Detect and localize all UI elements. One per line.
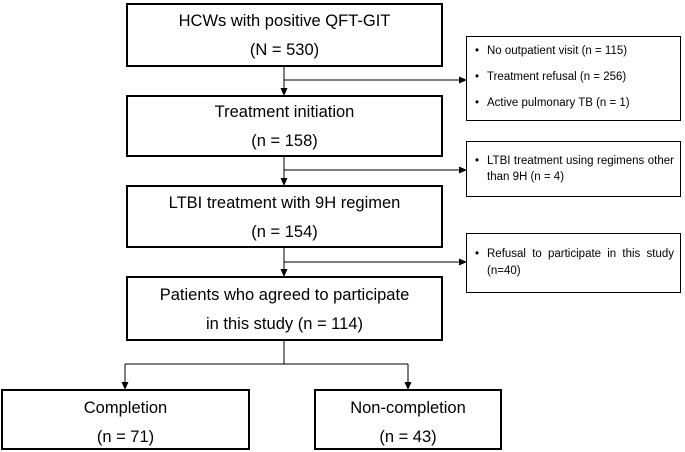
box-completion-title: Completion <box>83 399 168 417</box>
box-hcw-title: HCWs with positive QFT-GIT <box>178 12 391 30</box>
box-9h-count: (n = 154) <box>251 223 318 241</box>
box-noncompletion-count: (n = 43) <box>379 428 437 446</box>
exclusion-item: Treatment refusal (n = 256) <box>473 70 674 84</box>
box-initiation-count: (n = 158) <box>251 132 318 150</box>
box-noncompletion-title: Non-completion <box>350 399 466 417</box>
box-noncompletion: Non-completion (n = 43) <box>314 389 502 450</box>
box-treatment-initiation: Treatment initiation (n = 158) <box>126 95 443 157</box>
exclusion-box-first: No outpatient visit (n = 115) Treatment … <box>466 36 681 121</box>
box-hcw-count: (N = 530) <box>249 41 320 59</box>
exclusion-item: Refusal to participate in this study (n=… <box>473 246 674 280</box>
exclusion-item: LTBI treatment using regimens other than… <box>473 153 674 185</box>
box-completion: Completion (n = 71) <box>1 389 250 450</box>
box-ltbi-9h: LTBI treatment with 9H regimen (n = 154) <box>126 185 443 248</box>
box-initiation-title: Treatment initiation <box>214 103 355 121</box>
exclusion-box-second: LTBI treatment using regimens other than… <box>466 141 681 197</box>
exclusion-item: No outpatient visit (n = 115) <box>473 44 674 58</box>
box-completion-count: (n = 71) <box>96 428 155 446</box>
exclusion-box-third: Refusal to participate in this study (n=… <box>466 233 681 293</box>
exclusion-item: Active pulmonary TB (n = 1) <box>473 96 674 110</box>
box-9h-title: LTBI treatment with 9H regimen <box>168 194 401 212</box>
box-hcw-positive: HCWs with positive QFT-GIT (N = 530) <box>126 3 443 67</box>
box-agreed-participate: Patients who agreed to participate in th… <box>126 276 443 341</box>
box-agreed-line1: Patients who agreed to participate <box>159 286 410 304</box>
box-agreed-line2: in this study (n = 114) <box>206 315 363 333</box>
